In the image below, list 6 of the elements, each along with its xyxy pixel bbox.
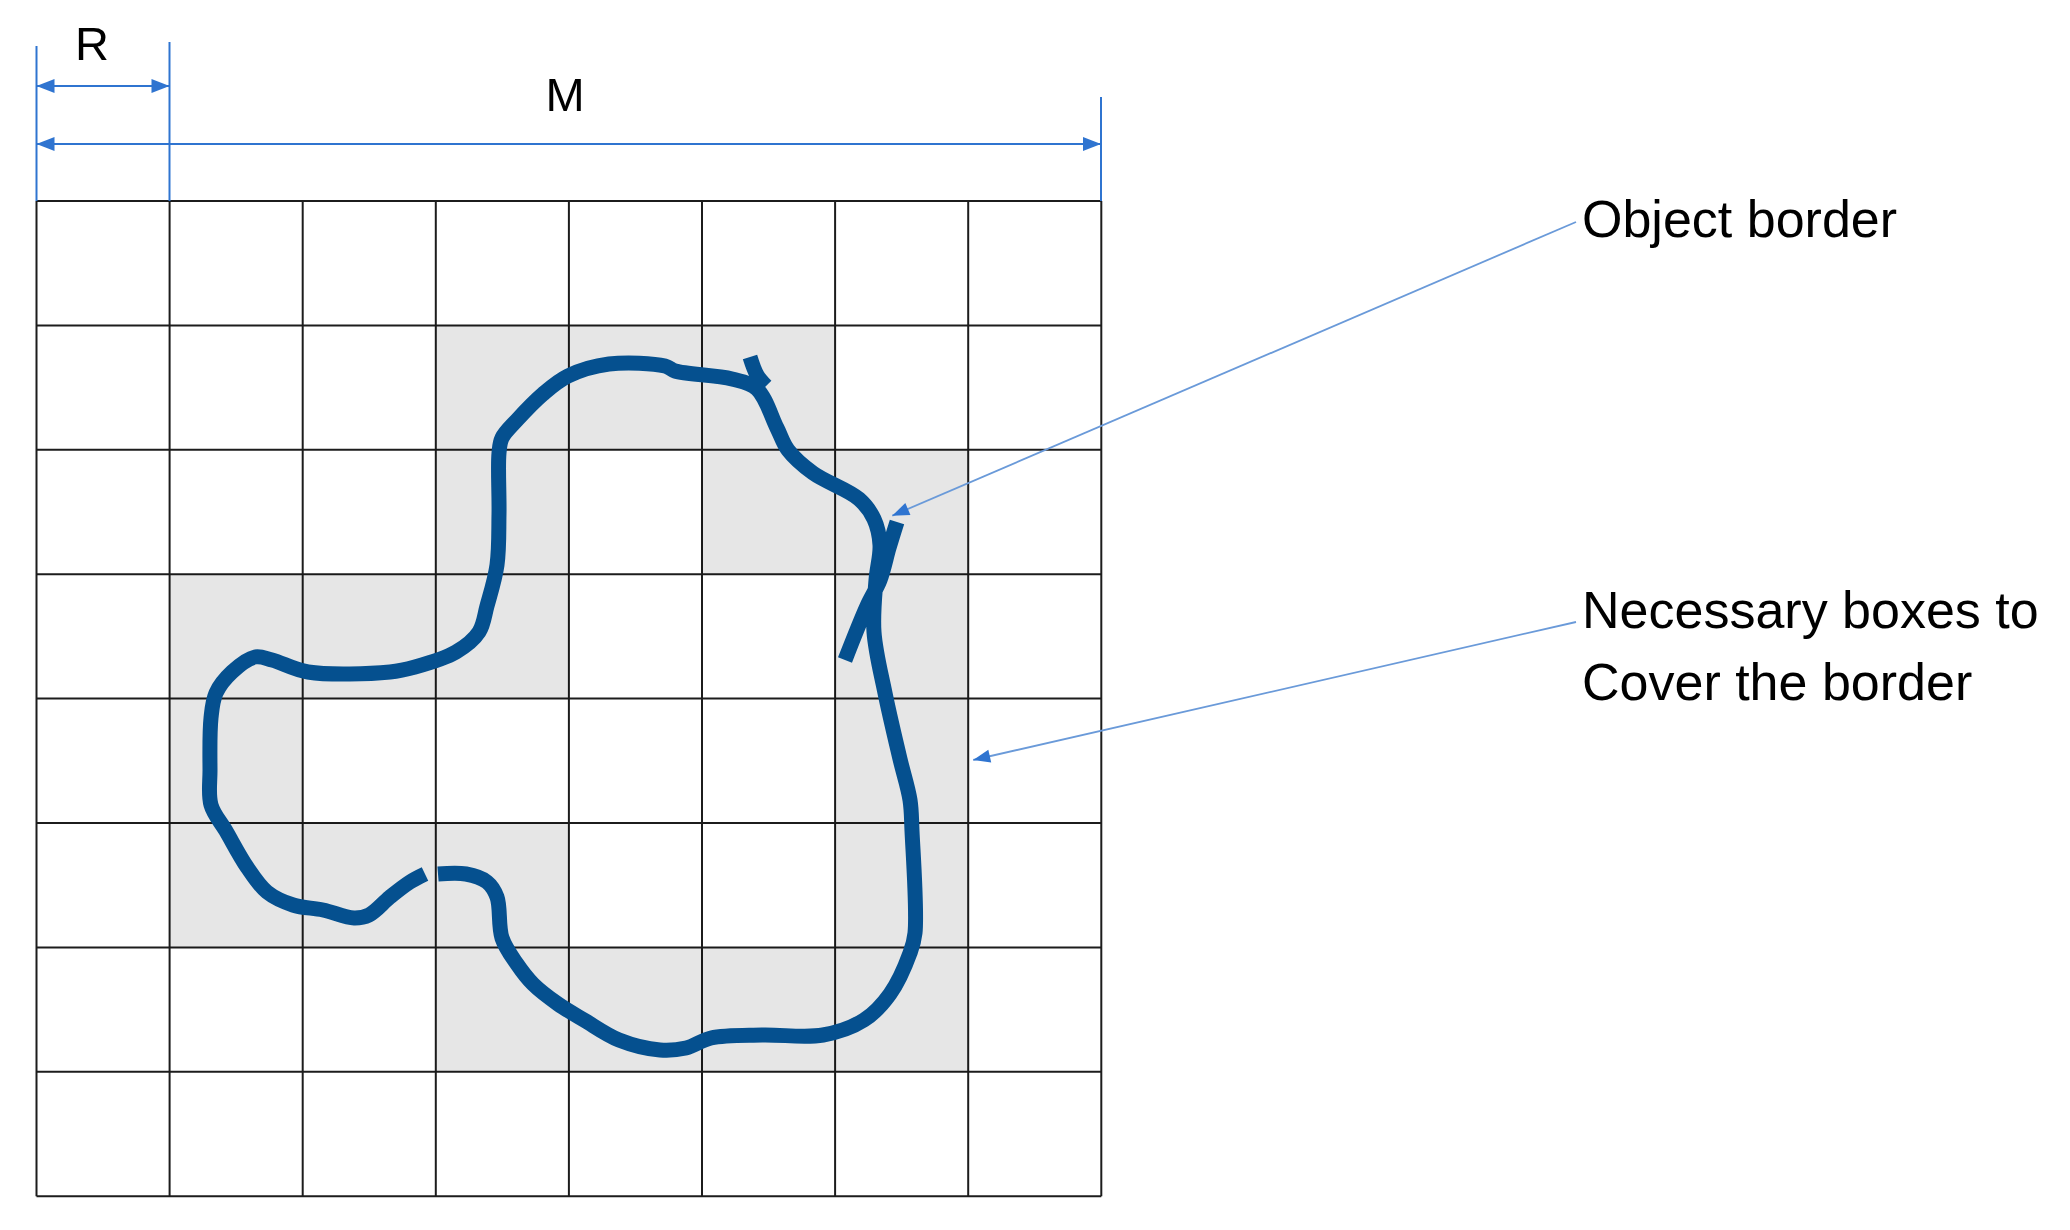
leader-line <box>972 621 1577 763</box>
callout-text: Object border <box>1582 183 2012 255</box>
leader-line <box>891 221 1577 517</box>
dimension-label: R <box>75 17 109 71</box>
dimension-label: M <box>545 68 585 122</box>
callout-text: Necessary boxes to Cover the border <box>1582 574 2052 718</box>
